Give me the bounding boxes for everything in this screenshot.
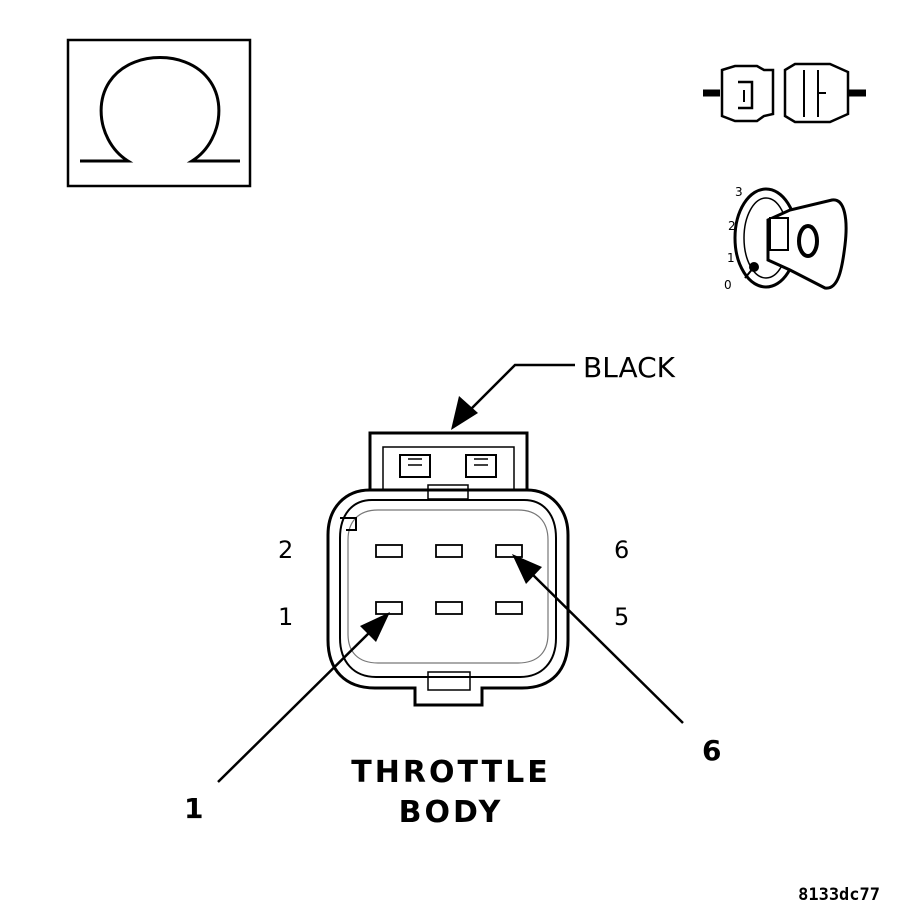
pin-cavity-3	[435, 601, 463, 615]
ignition-position-3: 3	[735, 185, 743, 199]
pin6-callout-label: 6	[702, 734, 721, 767]
pin6-callout-leader	[512, 554, 684, 724]
pin-label-bottom-left: 1	[278, 603, 293, 631]
pin-cavity-1	[375, 601, 403, 615]
pin1-callout-leader	[217, 612, 390, 783]
ignition-position-2: 2	[728, 219, 736, 233]
pin-cavity-2	[375, 544, 403, 558]
pin-cavity-5	[495, 601, 523, 615]
ignition-position-1: 1	[727, 251, 735, 265]
ohmmeter-omega-icon	[66, 38, 252, 188]
pin1-callout-label: 1	[184, 792, 203, 825]
pin-cavity-6	[495, 544, 523, 558]
pin-cavity-4	[435, 544, 463, 558]
figure-id: 8133dc77	[798, 885, 880, 905]
pin-label-top-right: 6	[614, 536, 629, 564]
connector-name-line1: THROTTLE	[351, 755, 550, 790]
wire-color-callout: BLACK	[451, 351, 676, 430]
disconnect-connector-icon	[703, 62, 866, 124]
pin-label-top-left: 2	[278, 536, 293, 564]
pin-label-bottom-right: 5	[614, 603, 629, 631]
connector-name-line2: BODY	[399, 795, 504, 830]
throttle-body-connector	[326, 431, 570, 707]
ignition-key-off-icon: 3 2 1 0	[724, 185, 848, 292]
wire-color-label: BLACK	[583, 351, 676, 384]
ignition-position-0: 0	[724, 278, 732, 292]
